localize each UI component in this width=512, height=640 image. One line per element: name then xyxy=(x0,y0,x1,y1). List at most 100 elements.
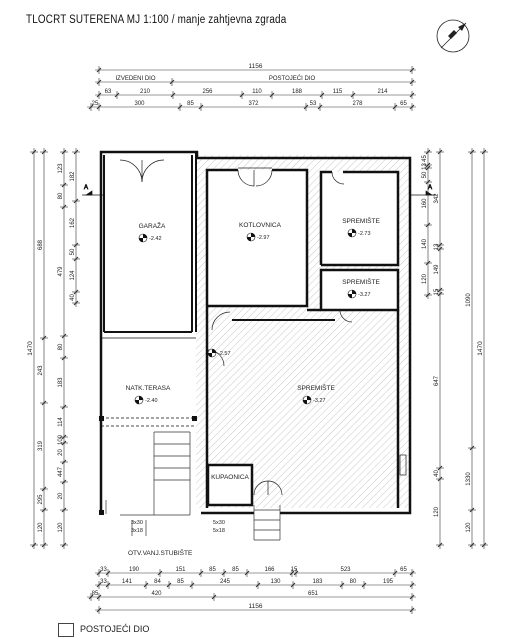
room-level: -2.42 xyxy=(149,236,162,242)
room-name: SPREMIŠTE xyxy=(342,277,380,286)
dim-right-col-b: 120 xyxy=(434,506,440,517)
dim-left-col-a: 243 xyxy=(38,365,44,376)
dim-right-col-b: 342 xyxy=(434,193,440,204)
dim-top-row3: 85 xyxy=(187,101,194,107)
dim-bottom-row2: 80 xyxy=(350,579,357,585)
walls xyxy=(99,150,412,515)
dim-right-col-c: 120 xyxy=(422,273,428,284)
dim-top-row3: 278 xyxy=(352,101,363,107)
dim-left-col-b: 80 xyxy=(58,343,64,350)
dim-left-col-c: 124 xyxy=(70,270,76,281)
dim-left-col-a: 295 xyxy=(38,494,44,505)
dim-bottom-row3: 420 xyxy=(151,591,162,597)
room-name: SPREMIŠTE xyxy=(342,216,380,225)
dim-left-col-b: 447 xyxy=(58,466,64,477)
dim-bottom-row2: 84 xyxy=(154,579,161,585)
dim-bottom-row2: 195 xyxy=(383,579,394,585)
dim-top-section: IZVEDENI DIO xyxy=(115,76,155,82)
stairs-spec-left-2: 3x18 xyxy=(131,528,143,534)
dim-top-row2: 214 xyxy=(377,89,388,95)
level-marker-fill xyxy=(139,234,147,242)
legend-label: POSTOJEĆI DIO xyxy=(80,624,150,634)
dim-bottom-row1: 166 xyxy=(264,567,275,573)
room-7: KUPAONICA xyxy=(211,474,249,481)
room-name: NATK.TERASA xyxy=(126,385,171,392)
dim-left-overall: 1470 xyxy=(27,341,34,356)
dim-bottom-row2: 130 xyxy=(270,579,281,585)
dim-right-col-a: 1090 xyxy=(466,293,472,307)
dim-left-col-c: 182 xyxy=(70,171,76,182)
dim-left-col-b: 20 xyxy=(58,449,64,456)
dim-bottom-row1: 33 xyxy=(100,567,107,573)
hall-level-text: -2.57 xyxy=(218,351,231,357)
drawing-title: TLOCRT SUTERENA MJ 1:100 / manje zahtjev… xyxy=(26,14,287,26)
room-5: NATK.TERASA-2.40 xyxy=(126,385,171,405)
room-fills xyxy=(104,155,398,505)
dim-right-col-b: 149 xyxy=(434,264,440,275)
dim-left-col-b: 120 xyxy=(58,522,64,533)
dim-left-col-a: 120 xyxy=(38,522,44,533)
dim-left-col-b: 479 xyxy=(58,266,64,277)
stairs-spec-right-1: 5x30 xyxy=(213,520,225,526)
dim-left-col-b: 183 xyxy=(58,377,64,388)
dim-left-col-a: 319 xyxy=(38,440,44,451)
dim-right-col-c: 13 xyxy=(422,163,428,170)
dim-bottom-overall: 1156 xyxy=(249,603,263,610)
dim-top-row2: 188 xyxy=(292,89,303,95)
level-marker-fill xyxy=(247,233,255,241)
dim-right-col-c: 45 xyxy=(422,155,428,162)
dim-right-col-c: 50 xyxy=(422,171,428,178)
dim-bottom-row1: 190 xyxy=(129,567,140,573)
stairs-label: OTV.VANJ.STUBIŠTE xyxy=(128,548,193,557)
dim-top-row2: 110 xyxy=(252,89,262,95)
dim-left-col-b: 80 xyxy=(58,192,64,199)
dim-top-row3: 372 xyxy=(248,101,259,107)
dim-bottom-row2: 33 xyxy=(100,579,107,585)
dim-left-col-b: 114 xyxy=(58,417,64,427)
dim-top-row3: 25 xyxy=(92,101,99,107)
level-marker-fill xyxy=(135,396,143,404)
dim-left-col-a: 688 xyxy=(38,239,44,250)
dim-left-col-c: 162 xyxy=(70,217,76,228)
dim-top-row3: 300 xyxy=(134,101,145,107)
level-marker-fill xyxy=(303,396,311,404)
dim-right-col-c: 160 xyxy=(422,198,428,209)
room-level: -2.97 xyxy=(257,235,270,241)
dim-right-col-c: 140 xyxy=(422,238,428,249)
dim-right-col-b: 647 xyxy=(434,375,440,386)
dim-bottom-row1: 151 xyxy=(175,567,186,573)
dim-top-row2: 115 xyxy=(333,89,343,95)
dim-bottom-row1: 523 xyxy=(340,567,351,573)
exterior-stairs xyxy=(105,431,281,541)
dim-top-row3: 53 xyxy=(310,101,317,107)
terrace-posts xyxy=(99,416,197,515)
dim-bottom-row2: 245 xyxy=(220,579,231,585)
dim-bottom-row1: 85 xyxy=(209,567,216,573)
dim-left-col-c: 40 xyxy=(70,294,76,301)
level-marker-fill xyxy=(348,290,356,298)
dim-left-col-b: 123 xyxy=(58,163,64,174)
hall-level: -2.57 xyxy=(207,348,231,358)
dim-top-overall: 1156 xyxy=(249,63,263,70)
room-name: GARAŽA xyxy=(139,221,166,230)
level-marker-fill xyxy=(348,229,356,237)
dim-top-row3: 65 xyxy=(400,101,407,107)
room-name: KUPAONICA xyxy=(211,474,249,481)
dim-bottom-row3: 651 xyxy=(308,591,319,597)
dim-bottom-row1: 15 xyxy=(291,567,298,573)
room-2: KOTLOVNICA-2.97 xyxy=(239,222,282,242)
dim-left-col-b: 100 xyxy=(58,434,64,445)
north-arrow-icon xyxy=(436,19,470,53)
dim-right-col-b: 40 xyxy=(434,470,440,477)
room-6: SPREMIŠTE -3.27 xyxy=(297,383,335,405)
room-4: SPREMIŠTE-3.27 xyxy=(342,277,380,299)
level-marker-fill xyxy=(208,349,216,357)
room-name: SPREMIŠTE xyxy=(297,383,335,392)
dim-bottom-row1: 65 xyxy=(400,567,407,573)
room-level: -3.27 xyxy=(313,398,326,404)
dim-right-col-a: 120 xyxy=(466,522,472,533)
stairs-spec-left-1: 3x30 xyxy=(131,520,143,526)
dim-bottom-row3: 85 xyxy=(92,591,99,597)
room-3: SPREMIŠTE-2.73 xyxy=(342,216,380,238)
